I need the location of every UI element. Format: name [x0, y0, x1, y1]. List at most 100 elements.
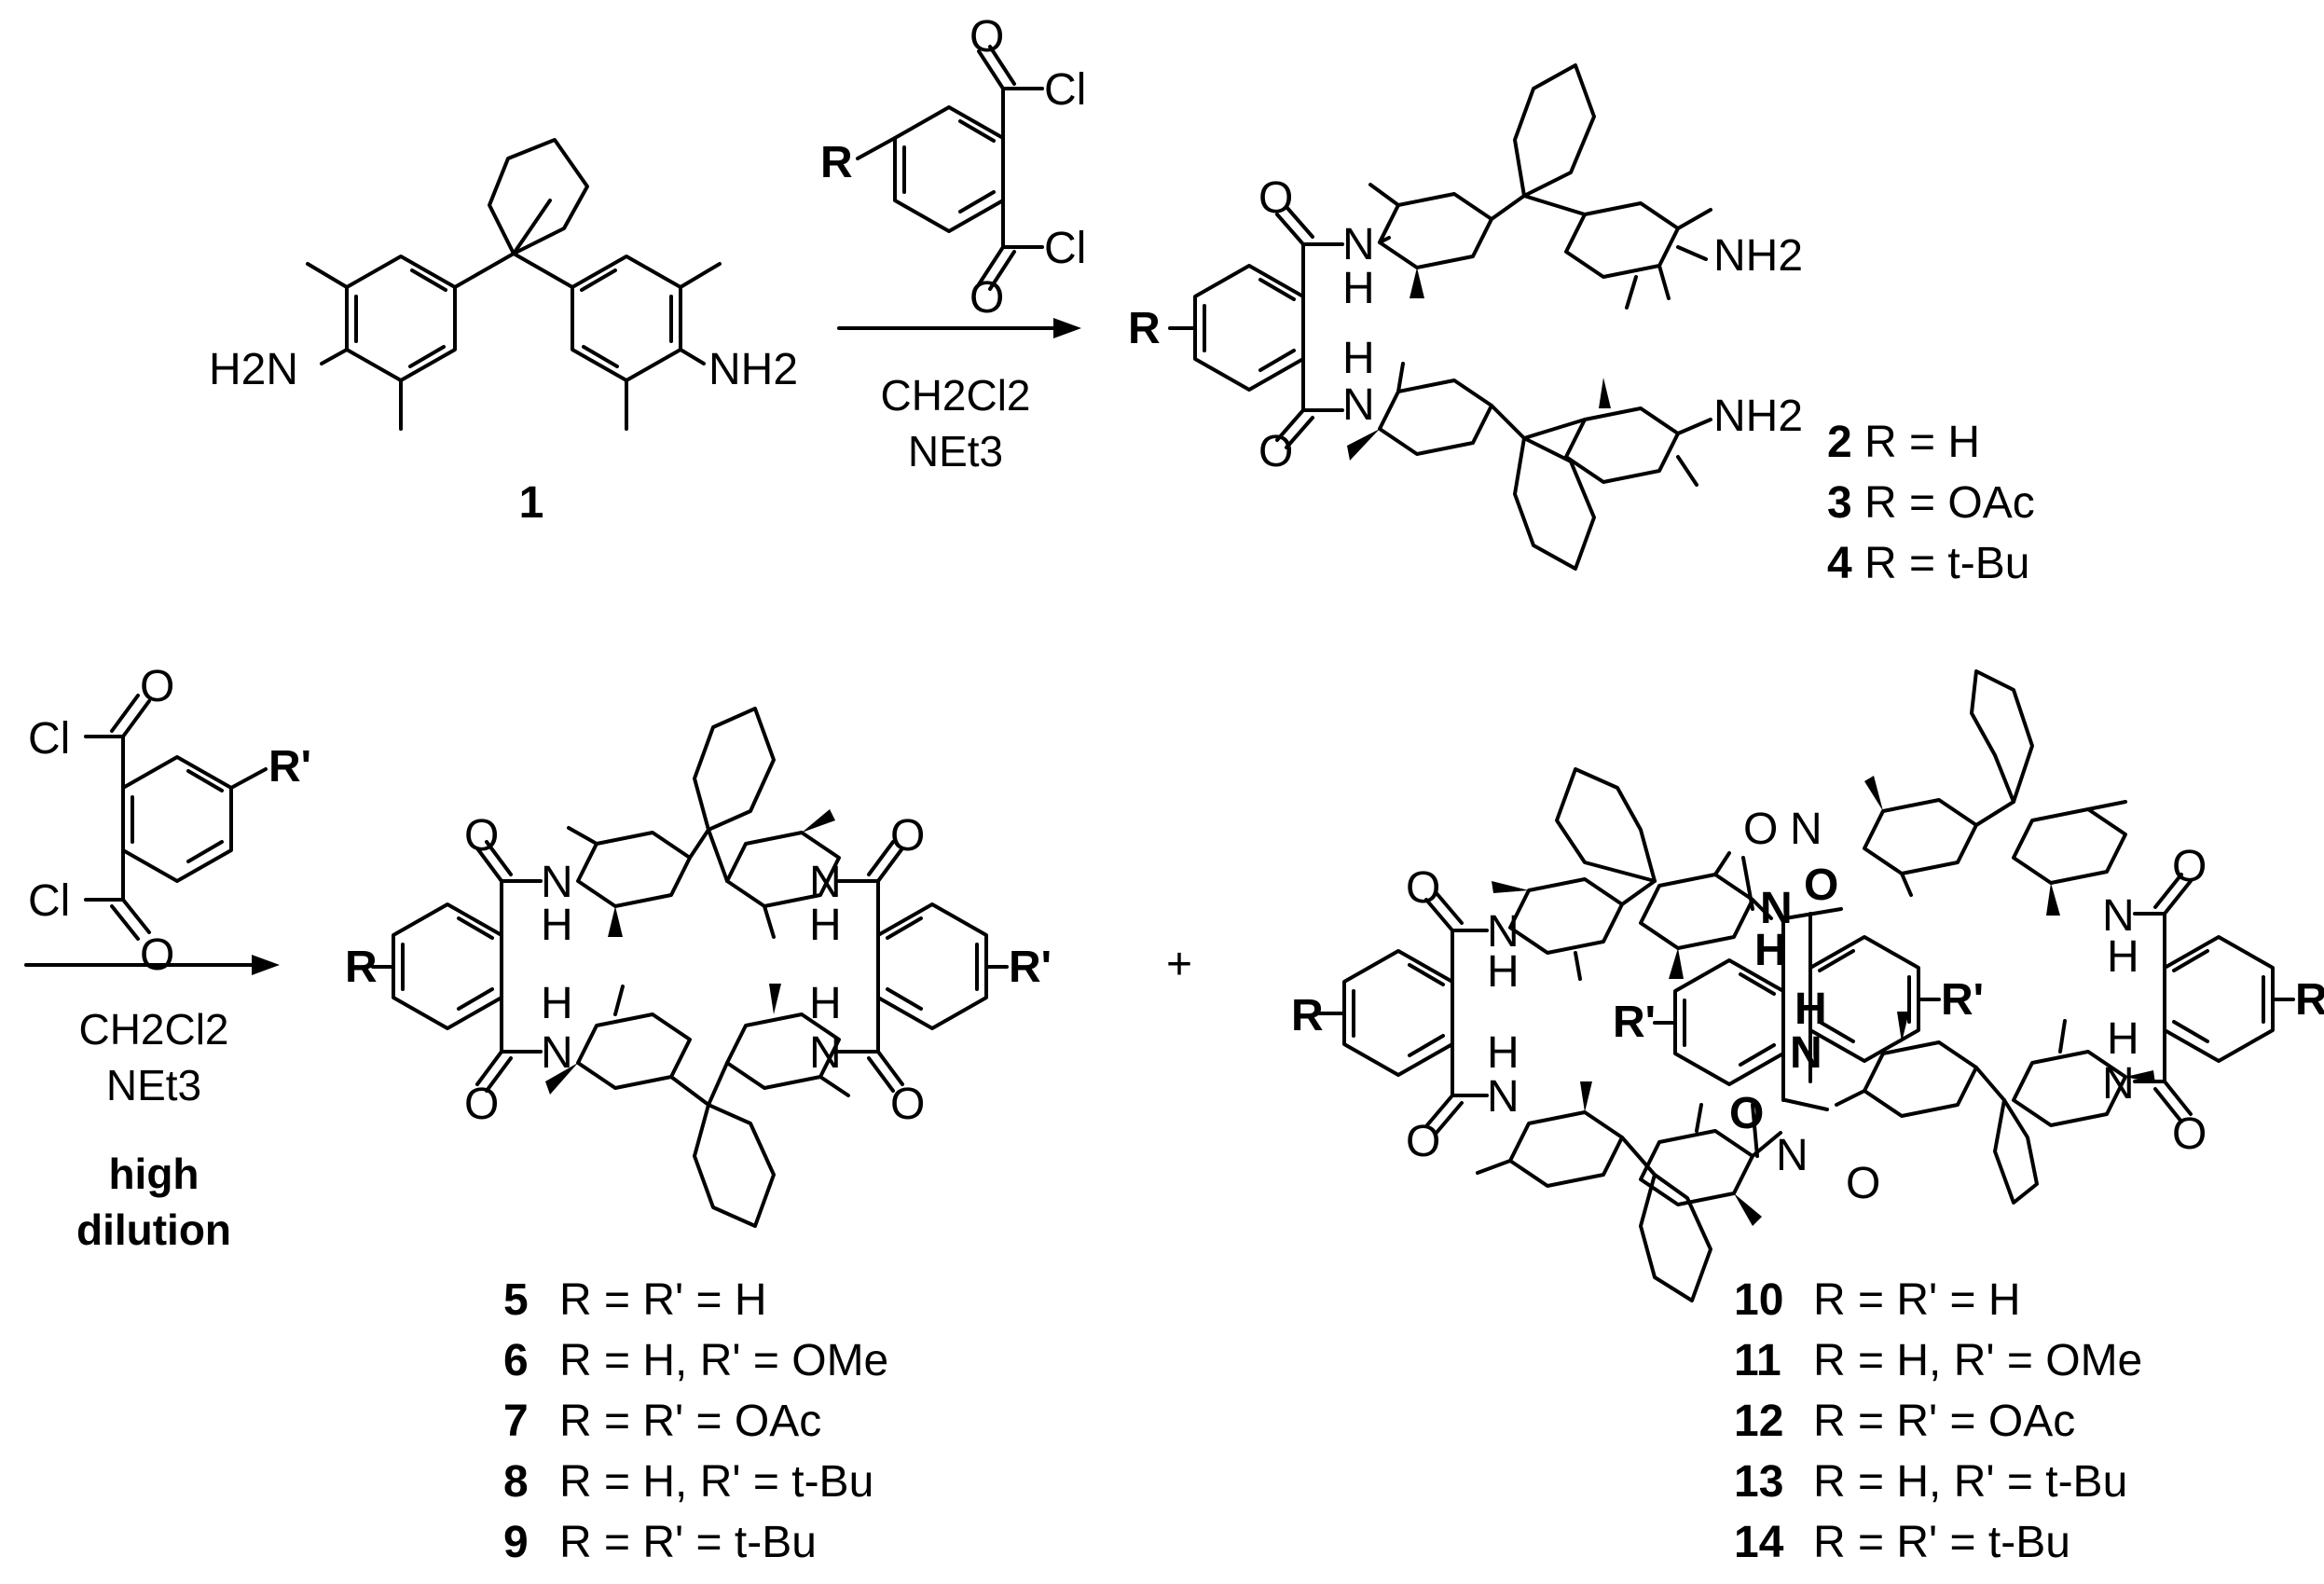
- cat-r-left: R: [1291, 991, 1324, 1040]
- m59-rprime: R': [1009, 943, 1052, 992]
- plus-sign: +: [1166, 940, 1192, 989]
- m59-h-ul: H: [541, 901, 573, 950]
- r-substituent-reagent: R: [820, 138, 853, 187]
- series-10-14-num: 10: [1734, 1275, 1783, 1325]
- carbonyl-o-top1: O: [969, 12, 1004, 62]
- c24-nh2-upper: NH2: [1713, 231, 1803, 281]
- macrocycle-5-9-structure: [371, 707, 1009, 1228]
- cat-rprime-left: R': [1613, 998, 1656, 1047]
- step2-note-dilution: dilution: [76, 1205, 231, 1254]
- isophthaloyl-chloride-top: [856, 45, 1044, 291]
- cat-inner-n-lower: N: [1790, 1028, 1822, 1078]
- cat-o-outer-ll: O: [1406, 1117, 1440, 1166]
- compound-1-label: 1: [519, 478, 544, 528]
- cat-inner-o-lower: O: [1729, 1089, 1764, 1138]
- cat-n-bottom-amide: N: [1776, 1131, 1808, 1180]
- series-2-4-num: 3: [1827, 478, 1852, 528]
- series-10-14-text: R = R' = OAc: [1813, 1397, 2075, 1446]
- m59-n-ll: N: [541, 1028, 573, 1078]
- series-10-14-text: R = R' = t-Bu: [1813, 1518, 2070, 1567]
- reaction-arrow-2: [24, 955, 280, 975]
- left-reagent-cl1: Cl: [28, 714, 70, 764]
- cat-o-outer-ur: O: [2172, 842, 2207, 891]
- c24-carbonyl-o-upper: O: [1258, 173, 1293, 223]
- left-reagent-rprime: R': [268, 742, 311, 792]
- cat-inner-h-upper: H: [1754, 926, 1787, 975]
- series-2-4-text: R = H: [1864, 418, 1980, 467]
- series-5-9-num: 6: [503, 1336, 529, 1385]
- step1-base: NEt3: [908, 427, 1003, 475]
- cat-o-outer-lr: O: [2172, 1109, 2207, 1159]
- series-5-9-text: R = R' = OAc: [559, 1397, 821, 1446]
- cat-h-outer-lr: H: [2107, 1014, 2139, 1064]
- series-10-14: 10 R = R' = H 11 R = H, R' = OMe 12 R = …: [1734, 1275, 2142, 1567]
- c24-carbonyl-o-lower: O: [1258, 427, 1293, 476]
- cat-o-outer-ul: O: [1406, 863, 1440, 913]
- cat-inner-o-upper: O: [1804, 861, 1838, 910]
- left-reagent-cl2: Cl: [28, 876, 70, 926]
- series-10-14-text: R = R' = H: [1813, 1275, 2021, 1325]
- chloride-top1: Cl: [1044, 65, 1086, 115]
- m59-h-ll: H: [541, 979, 573, 1028]
- m59-h-lr: H: [809, 979, 842, 1028]
- series-10-14-text: R = H, R' = OMe: [1813, 1336, 2142, 1385]
- series-5-9-num: 9: [503, 1518, 529, 1567]
- series-5-9-num: 5: [503, 1275, 529, 1325]
- cat-n-top-amide: N: [1790, 805, 1822, 854]
- step1-solvent: CH2Cl2: [880, 371, 1030, 420]
- series-2-4-num: 4: [1827, 539, 1852, 588]
- series-2-4-num: 2: [1827, 418, 1852, 467]
- m59-n-ul: N: [541, 858, 573, 907]
- series-5-9: 5 R = R' = H 6 R = H, R' = OMe 7 R = R' …: [503, 1275, 888, 1567]
- cat-inner-n-upper: N: [1760, 884, 1793, 933]
- m59-o-ur: O: [890, 811, 925, 861]
- cat-h-outer-ul: H: [1487, 947, 1520, 997]
- catenane-10-14-structure: [1317, 669, 2295, 1302]
- cat-h-outer-ll: H: [1487, 1028, 1520, 1078]
- series-10-14-num: 12: [1734, 1397, 1783, 1446]
- series-5-9-text: R = H, R' = OMe: [559, 1336, 888, 1385]
- series-5-9-num: 7: [503, 1397, 529, 1446]
- amine-right-label: NH2: [708, 345, 798, 394]
- m59-h-ur: H: [809, 901, 842, 950]
- chloride-top2: Cl: [1044, 224, 1086, 273]
- cat-h-outer-ur: H: [2107, 932, 2139, 982]
- cat-rprime-right: R': [1941, 975, 1984, 1025]
- cat-nh-outer-ur: N: [2102, 891, 2135, 941]
- c24-r-substituent: R: [1128, 304, 1161, 353]
- isophthaloyl-chloride-left: [84, 694, 268, 941]
- series-10-14-num: 13: [1734, 1457, 1783, 1507]
- c24-nh-lower: N: [1342, 380, 1375, 430]
- series-10-14-num: 11: [1734, 1336, 1781, 1385]
- m59-o-ll: O: [464, 1080, 499, 1129]
- m59-n-lr: N: [809, 1028, 842, 1078]
- compound-2-4-structure: [1168, 63, 1712, 571]
- cat-r-right: R: [2295, 975, 2324, 1025]
- series-2-4-text: R = t-Bu: [1864, 539, 2029, 588]
- amine-left-label: H2N: [209, 345, 298, 394]
- series-5-9-text: R = H, R' = t-Bu: [559, 1457, 873, 1507]
- c24-nh-upper: N: [1342, 220, 1375, 269]
- c24-h-lower: H: [1342, 334, 1375, 383]
- series-2-4-text: R = OAc: [1864, 478, 2035, 528]
- cat-nh-outer-ll: N: [1487, 1072, 1520, 1122]
- series-2-4: 2 R = H 3 R = OAc 4 R = t-Bu: [1827, 418, 2035, 588]
- series-5-9-text: R = R' = t-Bu: [559, 1518, 817, 1567]
- m59-o-lr: O: [890, 1080, 925, 1129]
- series-5-9-num: 8: [503, 1457, 529, 1507]
- c24-h-upper: H: [1342, 264, 1375, 313]
- step2-solvent: CH2Cl2: [78, 1005, 228, 1054]
- series-10-14-num: 14: [1734, 1518, 1784, 1567]
- m59-n-ur: N: [809, 858, 842, 907]
- compound-1-structure: [306, 138, 722, 431]
- c24-nh2-lower: NH2: [1713, 392, 1803, 441]
- cat-inner-h-lower: H: [1795, 985, 1827, 1034]
- m59-r: R: [345, 943, 378, 992]
- step2-note-high: high: [108, 1150, 199, 1198]
- cat-o-top-amide: O: [1743, 805, 1778, 854]
- series-5-9-text: R = R' = H: [559, 1275, 767, 1325]
- left-reagent-o2: O: [140, 930, 174, 980]
- step2-base: NEt3: [106, 1061, 201, 1109]
- reaction-arrow-1: [837, 318, 1081, 338]
